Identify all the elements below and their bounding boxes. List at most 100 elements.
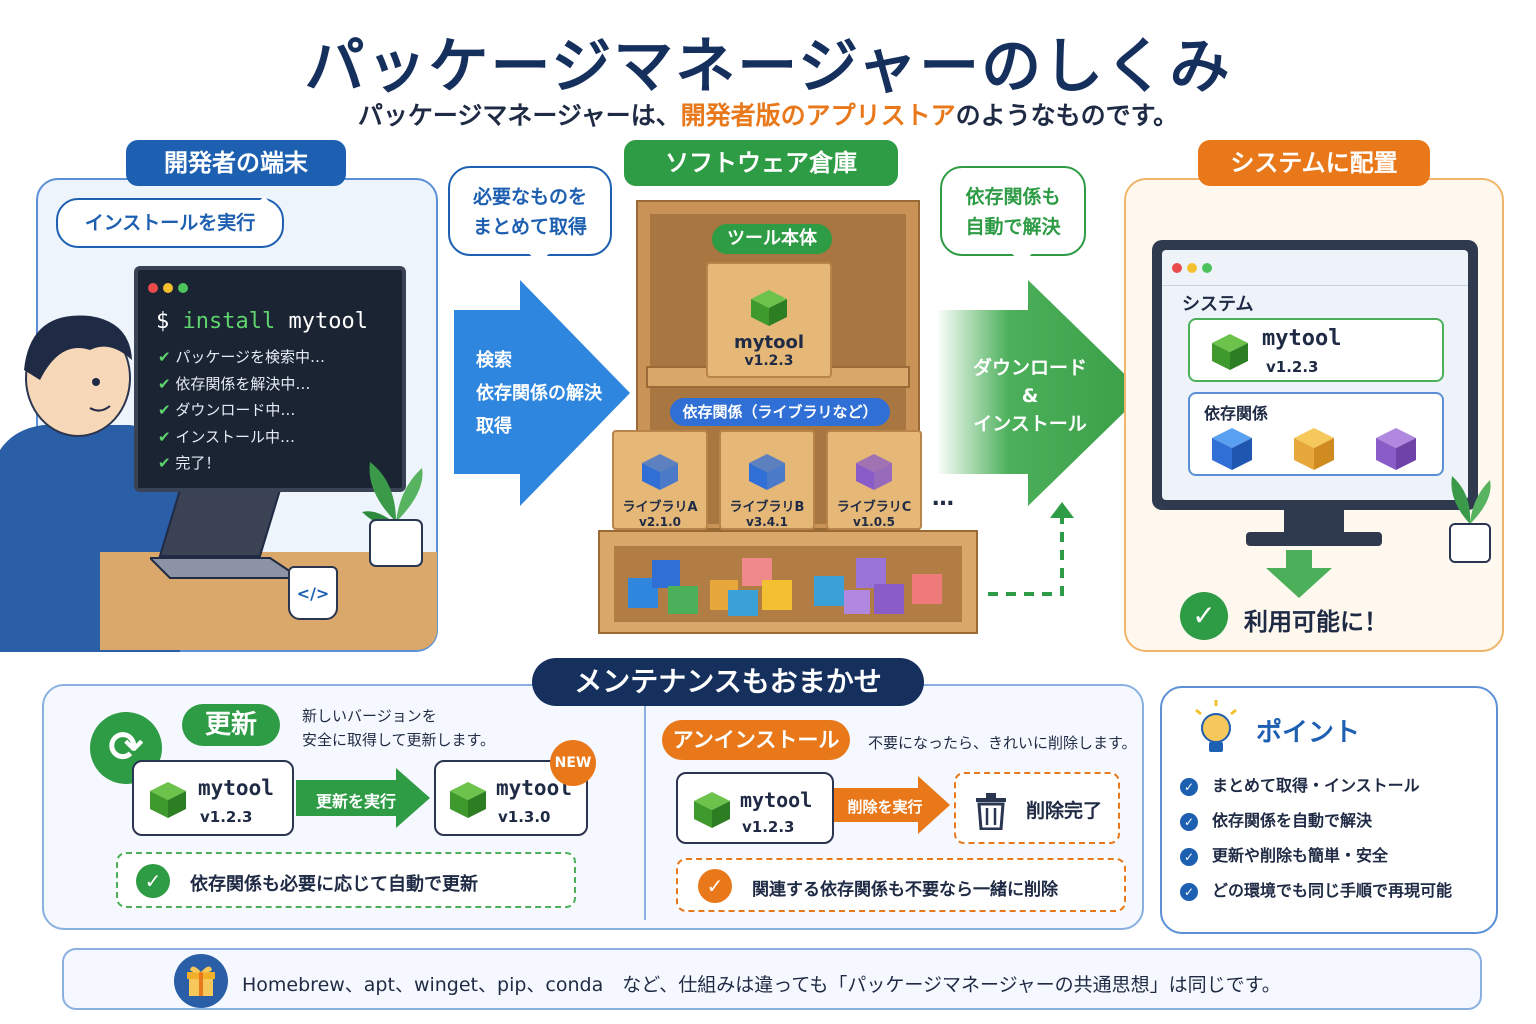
fetch-bubble: 必要なものを まとめて取得 <box>448 166 612 256</box>
fetch-bubble-line2: まとめて取得 <box>472 216 587 238</box>
check-icon: ✔ <box>158 454 176 472</box>
check-circle-icon: ✓ <box>1180 883 1198 901</box>
laptop-illustration <box>150 489 300 579</box>
deps-label: 依存関係（ライブラリなど） <box>670 398 890 426</box>
library-name: ライブラリB <box>729 500 805 515</box>
point-text: 依存関係を自動で解決 <box>1212 811 1373 830</box>
stored-packages-blocks <box>628 558 942 616</box>
installed-deps-label: 依存関係 <box>1204 404 1269 423</box>
maximize-dot-icon <box>178 283 189 293</box>
update-from-name: mytool <box>198 776 274 800</box>
green-cube-icon <box>751 290 787 326</box>
install-step-and: & <box>1021 385 1039 407</box>
developer-header: 開発者の端末 <box>126 140 346 186</box>
terminal-output-text: ダウンロード中… <box>175 401 296 419</box>
install-bubble: インストールを実行 <box>56 198 284 248</box>
dependency-cubes-icon <box>1212 428 1416 470</box>
lightbulb-icon <box>1195 700 1237 752</box>
green-cube-icon <box>450 782 486 818</box>
update-to-version: v1.3.0 <box>498 808 551 826</box>
point-text: どの環境でも同じ手順で再現可能 <box>1212 881 1453 900</box>
check-icon: ✔ <box>158 374 176 393</box>
uninstall-result: 削除完了 <box>1026 800 1103 822</box>
update-desc-line2: 安全に取得して更新します。 <box>302 731 496 749</box>
fetch-arrow <box>454 280 630 506</box>
update-action: 更新を実行 <box>315 792 396 811</box>
available-text: 利用可能に！ <box>1244 608 1388 636</box>
uninstall-action: 削除を実行 <box>847 798 923 816</box>
screen-label: システム <box>1182 294 1254 315</box>
monitor: システム mytool v1.2.3 依存関係 <box>1152 240 1478 510</box>
monitor-screen: システム mytool v1.2.3 依存関係 <box>1162 250 1468 500</box>
green-cube-icon <box>1212 334 1248 370</box>
maintenance-header: メンテナンスもおまかせ <box>532 658 924 706</box>
point-item: ✓更新や削除も簡単・安全 <box>1180 838 1490 873</box>
check-circle-icon: ✓ <box>1180 592 1228 640</box>
install-arrow-labels: ダウンロード & インストール <box>960 354 1100 438</box>
minimize-dot-icon <box>163 283 174 293</box>
resolve-bubble: 依存関係も 自動で解決 <box>940 166 1086 256</box>
check-circle-icon: ✓ <box>1180 813 1198 831</box>
check-circle-icon: ✓ <box>1180 848 1198 866</box>
terminal-window: $ install mytool ✔ パッケージを検索中…✔ 依存関係を解決中…… <box>134 266 406 492</box>
page-subtitle: パッケージマネージャーは、開発者版のアプリストアのようなものです。 <box>0 96 1536 132</box>
terminal-output-line: ✔ 依存関係を解決中… <box>158 371 382 398</box>
dashed-return-arrow <box>988 502 1074 596</box>
update-arrow <box>296 768 430 828</box>
system-header: システムに配置 <box>1198 140 1430 186</box>
terminal-output-text: 依存関係を解決中… <box>175 374 311 393</box>
check-circle-icon: ✓ <box>1180 778 1198 796</box>
fetch-arrow-labels: 検索 依存関係の解決 取得 <box>476 344 616 443</box>
monitor-stand <box>1284 510 1344 534</box>
more-libraries-ellipsis: … <box>932 486 954 511</box>
fetch-bubble-line1: 必要なものを <box>472 186 587 208</box>
warehouse-header: ソフトウェア倉庫 <box>624 140 898 186</box>
resolve-bubble-line1: 依存関係も <box>965 186 1061 208</box>
uninstall-result-box: 削除完了 <box>954 772 1120 844</box>
uninstall-arrow <box>834 776 950 834</box>
uninstall-description: 不要になったら、きれいに削除します。 <box>868 734 1137 752</box>
terminal-output-line: ✔ ダウンロード中… <box>158 397 382 424</box>
terminal-output-line: ✔ 完了！ <box>158 450 382 477</box>
point-text: まとめて取得・インストール <box>1212 776 1420 795</box>
plant-icon <box>1449 476 1491 563</box>
uninstall-note: 関連する依存関係も不要なら一緒に削除 <box>752 880 1058 900</box>
terminal-output-text: インストール中… <box>175 427 296 446</box>
maximize-dot-icon <box>1202 263 1213 273</box>
installed-tool-version: v1.2.3 <box>1266 358 1319 376</box>
page-title: パッケージマネージャーのしくみ <box>304 32 1232 102</box>
terminal-output-line: ✔ パッケージを検索中… <box>158 344 382 371</box>
check-icon: ✔ <box>158 427 176 446</box>
footer-text: Homebrew、apt、winget、pip、conda など、仕組みは違って… <box>242 974 1281 996</box>
green-cube-icon <box>150 782 186 818</box>
terminal-command-arg: mytool <box>288 309 368 334</box>
tool-name: mytool <box>734 332 804 353</box>
terminal-command-name: install <box>182 309 276 334</box>
point-item: ✓ 依存関係を自動で解決 <box>1180 803 1490 838</box>
terminal-output-text: パッケージを検索中… <box>175 348 326 366</box>
coffee-mug: </> <box>288 566 338 620</box>
installed-tool-name: mytool <box>1262 326 1342 351</box>
uninstall-from-card: mytool v1.2.3 <box>676 772 834 844</box>
library-name: ライブラリA <box>622 500 698 515</box>
point-item: ✓ どの環境でも同じ手順で再現可能 <box>1180 873 1490 908</box>
library-version: v1.0.5 <box>853 515 895 529</box>
uninstall-from-version: v1.2.3 <box>742 818 795 836</box>
install-step-install: インストール <box>973 413 1087 435</box>
terminal-titlebar <box>138 270 402 305</box>
green-cube-icon <box>694 792 730 828</box>
update-description: 新しいバージョンを 安全に取得して更新します。 <box>302 704 495 752</box>
resolve-bubble-line2: 自動で解決 <box>965 216 1061 238</box>
tool-package-box: mytool v1.2.3 <box>706 262 832 378</box>
minimize-dot-icon <box>1187 263 1198 273</box>
screen-titlebar <box>1162 250 1468 286</box>
footer-bar <box>62 948 1482 1010</box>
update-from-version: v1.2.3 <box>200 808 253 826</box>
fetch-step-get: 取得 <box>476 416 512 437</box>
library-version: v2.1.0 <box>639 515 681 529</box>
terminal-output-line: ✔ インストール中… <box>158 424 382 451</box>
